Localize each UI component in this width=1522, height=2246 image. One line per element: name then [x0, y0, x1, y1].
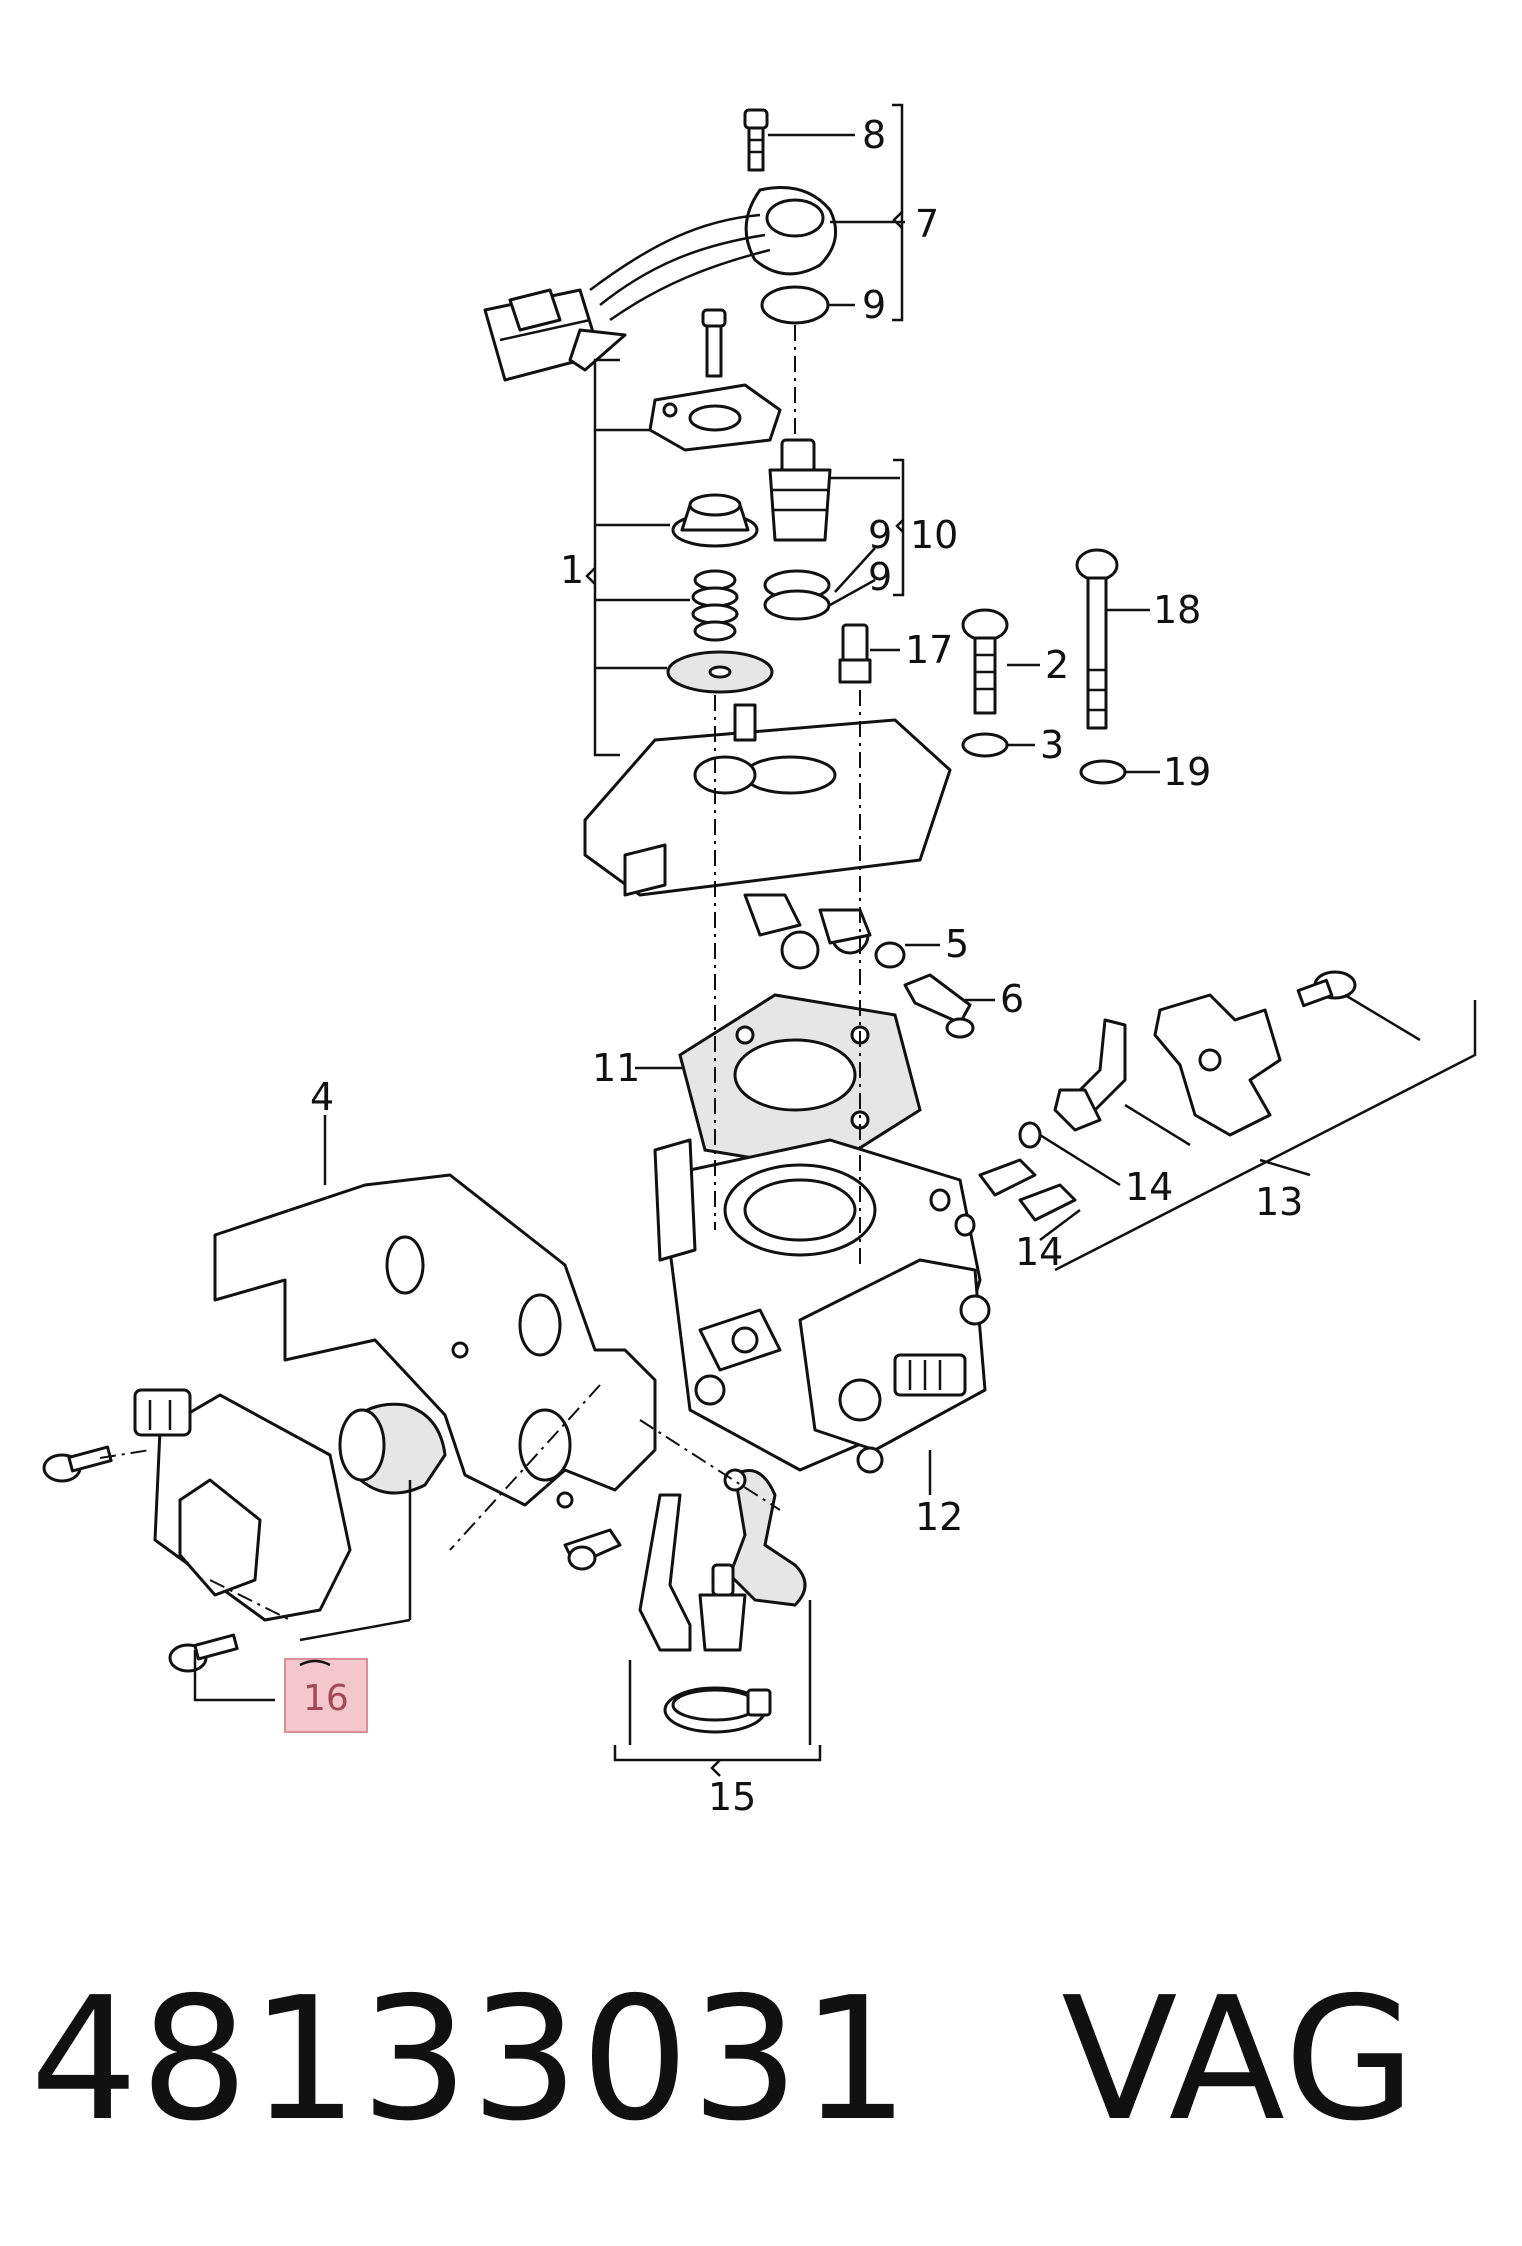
callout-13: 13	[1255, 1180, 1303, 1224]
callout-2: 2	[1045, 643, 1069, 687]
fitting-part-17	[838, 623, 872, 684]
callout-10: 10	[910, 513, 958, 557]
sender-with-wiring-part-7	[483, 186, 838, 382]
callout-18: 18	[1153, 588, 1201, 632]
callout-6: 6	[1000, 977, 1024, 1021]
callout-5: 5	[945, 922, 969, 966]
injector-part-10	[768, 438, 832, 542]
callout-9-low: 9	[868, 555, 892, 599]
callout-19: 19	[1163, 750, 1211, 794]
callout-9-mid: 9	[868, 513, 892, 557]
clamp-part-15	[663, 1686, 772, 1734]
highlight-box-16	[284, 1658, 368, 1733]
connector-pieces	[743, 893, 872, 970]
callout-9-top: 9	[862, 283, 886, 327]
callout-7: 7	[915, 202, 939, 246]
o-ring-part-5	[874, 941, 906, 969]
washer-part-19	[1079, 759, 1127, 785]
cap-part-1	[671, 493, 759, 548]
callout-4: 4	[310, 1075, 334, 1119]
callout-3: 3	[1040, 723, 1064, 767]
elbow-part-13	[1053, 1018, 1127, 1132]
cap-part-4	[338, 1402, 447, 1495]
screw-part-8	[743, 108, 769, 172]
washer-part-3	[961, 732, 1009, 758]
filter-part-15	[698, 1563, 747, 1652]
throttle-body-part-12	[653, 1138, 991, 1474]
leader-lines	[323, 133, 1477, 1495]
actuator-part-16	[133, 1388, 352, 1622]
callout-8: 8	[862, 113, 886, 157]
callout-11: 11	[592, 1046, 640, 1090]
screw-part-13	[1296, 970, 1357, 1008]
callout-1: 1	[560, 548, 584, 592]
center-lines	[99, 325, 861, 1621]
bracket-clip-part-15	[563, 1493, 692, 1652]
o-ring-part-9-top	[760, 285, 830, 325]
spring-part-1	[691, 569, 739, 642]
diaphragm-part-1	[666, 650, 774, 694]
group-brackets	[193, 103, 905, 1777]
retaining-plate-part-1	[648, 383, 782, 452]
callout-14-upper: 14	[1125, 1165, 1173, 1209]
bracket-part-13	[1153, 993, 1282, 1137]
brand-name: VAG	[1061, 1961, 1418, 2159]
screw-part-1a	[701, 308, 727, 378]
hose-part-15	[723, 1468, 807, 1607]
bolt-part-2	[961, 608, 1009, 715]
callout-15: 15	[708, 1775, 756, 1819]
fittings-part-14	[929, 1121, 1077, 1237]
callout-14-lower: 14	[1015, 1230, 1063, 1274]
callout-12: 12	[915, 1495, 963, 1539]
callout-16-leader	[299, 1659, 331, 1667]
screw-part-16a	[42, 1445, 113, 1483]
injector-housing	[583, 703, 952, 897]
o-rings-part-9-lower	[763, 569, 831, 621]
fitting-part-6	[903, 973, 975, 1039]
part-number: 48133031	[30, 1961, 912, 2159]
callout-16: 16	[303, 1678, 349, 1719]
callout-labels: 8 7 9 10 9 9 1 17 2 3 18 19 5 6 11 4 14 …	[303, 113, 1303, 1819]
screw-part-16b	[168, 1633, 239, 1673]
callout-17: 17	[905, 628, 953, 672]
bracket-part-4	[213, 1173, 657, 1509]
long-bolt-part-18	[1075, 548, 1119, 730]
